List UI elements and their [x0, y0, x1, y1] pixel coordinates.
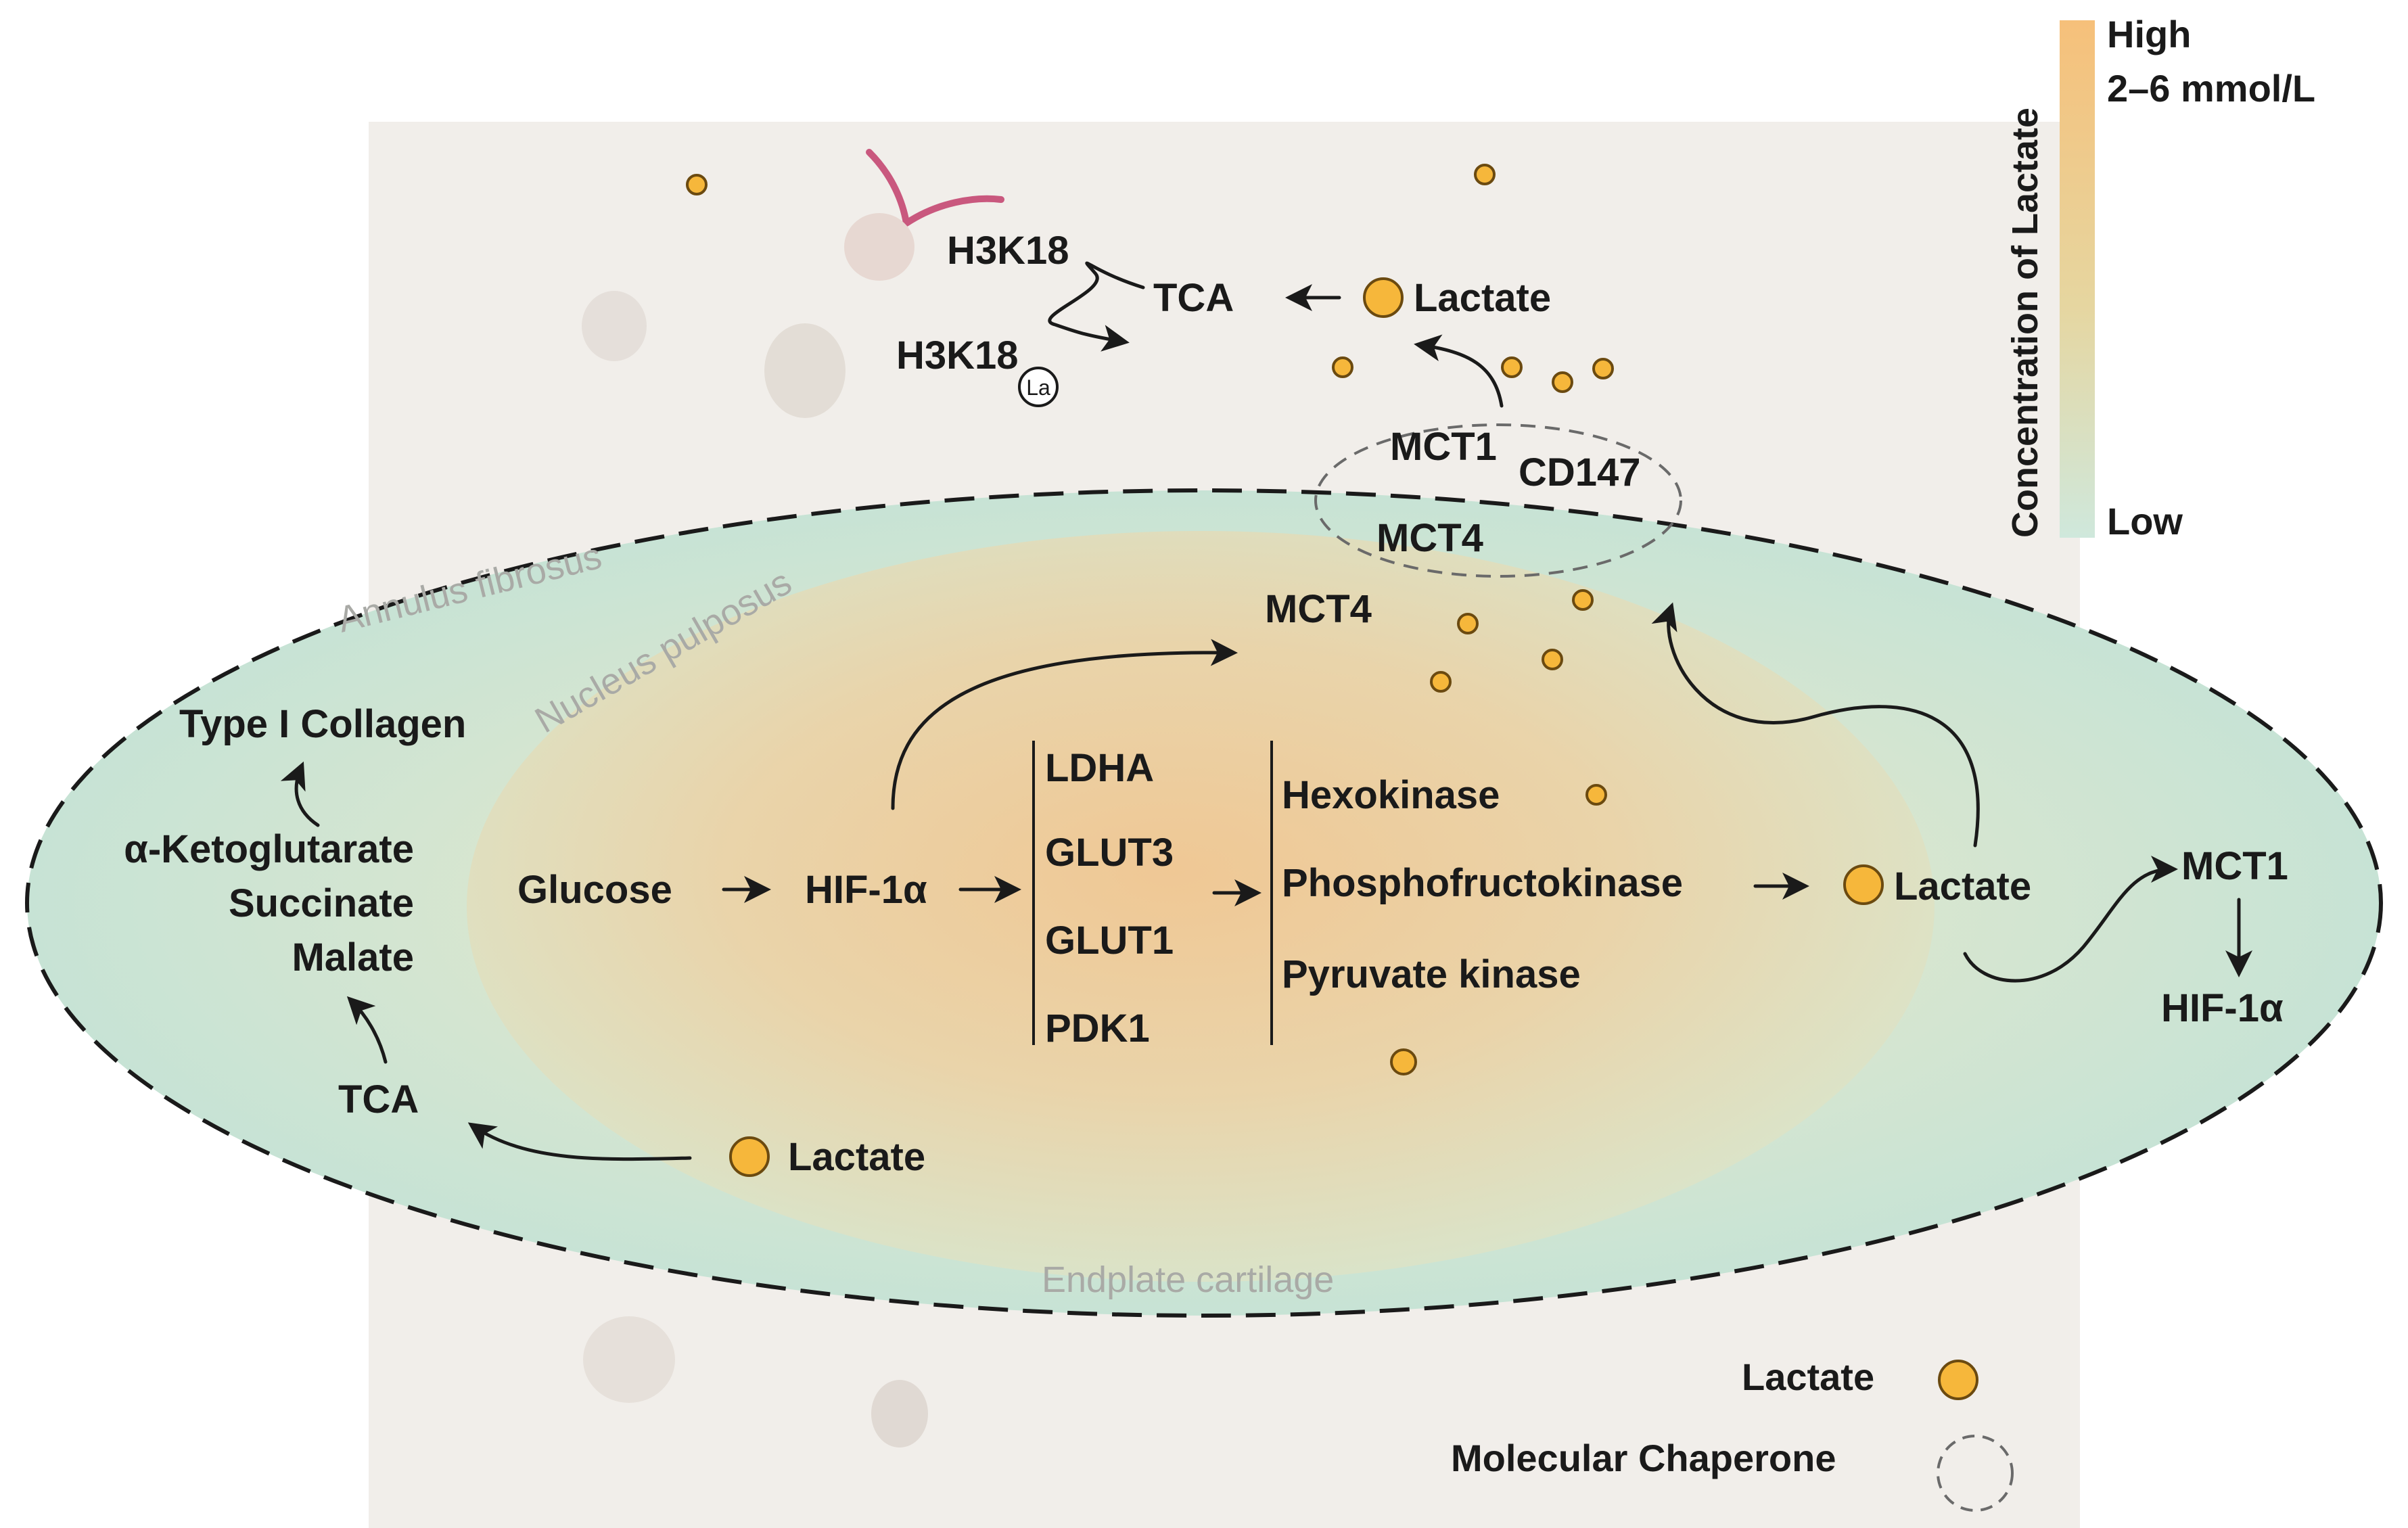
- gene-label: LDHA: [1045, 746, 1154, 790]
- cell-shape: [871, 1380, 928, 1448]
- lactate-dot: [1552, 371, 1573, 393]
- lactate-dot: [1542, 649, 1563, 670]
- center-lactate-label: Lactate: [1894, 864, 2031, 908]
- lactate-dot: [1430, 671, 1452, 693]
- lactate-dot: [686, 174, 708, 195]
- lactate-dot-left: [729, 1136, 770, 1177]
- legend-chaperone-label: Molecular Chaperone: [1451, 1437, 1836, 1479]
- enzyme-label: Phosphofructokinase: [1282, 861, 1683, 905]
- enzyme-label: Hexokinase: [1282, 773, 1500, 817]
- enzyme-label: Pyruvate kinase: [1282, 952, 1581, 996]
- metabolite-label: α-Ketoglutarate: [124, 827, 414, 871]
- hif1a-center-label: HIF-1α: [805, 868, 927, 912]
- h3k18-label: H3K18: [947, 229, 1069, 273]
- h3k18-la-label: H3K18: [896, 333, 1019, 377]
- la-label: La: [1026, 375, 1050, 400]
- lactate-dot: [1592, 358, 1614, 379]
- lactate-dot: [1585, 784, 1607, 806]
- cell-shape: [583, 1316, 675, 1403]
- gene-label: GLUT3: [1045, 831, 1174, 875]
- left-tca-label: TCA: [338, 1078, 419, 1121]
- mct-export-arrow: [1414, 334, 1504, 408]
- lactate-dot: [1390, 1048, 1417, 1075]
- glucose-label: Glucose: [517, 868, 672, 912]
- nucleus-ellipse: [467, 531, 1935, 1282]
- endplate-label: Endplate cartilage: [1042, 1259, 1334, 1300]
- lactate-dot-center: [1843, 864, 1884, 905]
- gene-label: PDK1: [1045, 1006, 1150, 1050]
- legend-lactate-dot: [1938, 1360, 1978, 1400]
- lactate-to-mct-arrow: [1651, 602, 1980, 848]
- lactate-dot: [1332, 356, 1353, 378]
- lactate-to-tca-left-arrow: [467, 1122, 692, 1161]
- scattered-lactate-dots: [686, 164, 1614, 1075]
- legend-chaperone-icon: [1937, 1435, 2014, 1512]
- metabolites-to-collagen-arrow: [280, 761, 320, 827]
- gene-label: GLUT1: [1045, 919, 1174, 963]
- colorbar-range-label: 2–6 mmol/L: [2107, 67, 2315, 110]
- colorbar-high-label: High: [2107, 13, 2191, 55]
- chaperone-complex: [1314, 423, 1682, 578]
- left-lactate-label: Lactate: [788, 1135, 925, 1179]
- colorbar-title: Concentration of Lactate: [2005, 108, 2045, 538]
- tca-to-metabolites-arrow: [346, 996, 388, 1064]
- colorbar-low-label: Low: [2107, 500, 2183, 542]
- lactate-dot: [1572, 589, 1594, 611]
- legend-lactate-label: Lactate: [1742, 1356, 1874, 1398]
- cd147-label: CD147: [1519, 450, 1641, 494]
- top-tca-label: TCA: [1153, 276, 1234, 320]
- lactate-dot: [1501, 356, 1523, 378]
- cell-shape: [764, 323, 846, 418]
- top-lactate-label: Lactate: [1414, 276, 1551, 320]
- lactate-to-mct1-arrow: [1963, 856, 2178, 983]
- cell-shape: [844, 213, 914, 281]
- hif1a-right-label: HIF-1α: [2161, 986, 2284, 1030]
- mct4-center-label: MCT4: [1265, 587, 1372, 631]
- lactate-dot: [1457, 613, 1479, 634]
- metabolite-label: Malate: [292, 935, 414, 979]
- cell-shape: [582, 291, 647, 361]
- blood-vessel-shape: [866, 149, 1004, 227]
- concentration-colorbar: [2060, 20, 2095, 538]
- lactate-dot-top: [1363, 277, 1404, 318]
- lactyl-mark: [1018, 367, 1059, 407]
- h3k18-lactylation-arrow: [1048, 261, 1145, 352]
- lactate-dot: [1474, 164, 1496, 185]
- mct1-top-label: MCT1: [1390, 425, 1497, 469]
- mct4-top-label: MCT4: [1376, 516, 1483, 560]
- mct1-right-label: MCT1: [2181, 844, 2288, 888]
- collagen-label: Type I Collagen: [179, 702, 466, 746]
- hif-to-mct4-arrow: [891, 639, 1238, 810]
- metabolite-label: Succinate: [229, 881, 414, 925]
